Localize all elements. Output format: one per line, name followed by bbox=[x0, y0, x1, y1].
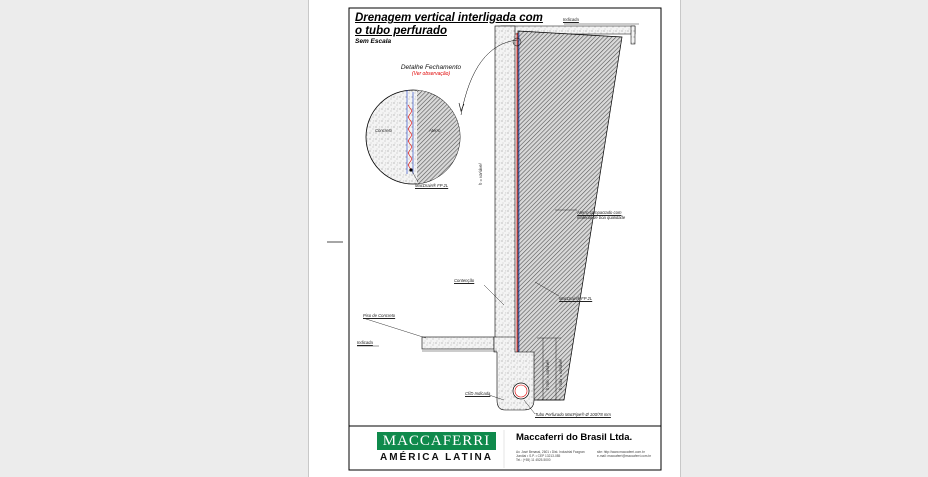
contact-site: site: http://www.maccaferri.com.br bbox=[597, 450, 645, 454]
label-variavel: h = variável bbox=[478, 163, 483, 185]
concrete-floor bbox=[421, 336, 495, 350]
label-indicada-top: Indicada bbox=[563, 17, 579, 22]
drawing-title-line2: o tubo perfurado bbox=[355, 24, 447, 37]
detail-concrete-label: Concreto bbox=[375, 128, 392, 133]
label-aterro-2: material de boa qualidade bbox=[577, 215, 626, 220]
drawing-sheet: Drenagem vertical interligada com o tubo… bbox=[308, 0, 681, 477]
drawing-title-line1: Drenagem vertical interligada com bbox=[355, 12, 543, 24]
address-line3: Tel.: (+55) 11 4525-5000 bbox=[516, 458, 551, 462]
label-cd-indicada: Cf/D Indicada bbox=[465, 391, 491, 396]
logo-subtitle: AMÉRICA LATINA bbox=[380, 452, 493, 463]
detail-fill-label: Aterro bbox=[429, 128, 441, 133]
detail-title: Detalhe Fechamento bbox=[400, 64, 462, 71]
label-tubo-perfurado: Tubo Perfurado MacPipe® Ø 100/78 mm bbox=[535, 412, 611, 417]
label-dim-max: h máx = variável bbox=[558, 359, 563, 390]
drawing-scale: Sem Escala bbox=[355, 38, 392, 45]
closure-detail bbox=[365, 89, 461, 185]
drawing-title-block: Drenagem vertical interligada com o tubo… bbox=[355, 12, 575, 45]
label-contencao: Contenção bbox=[454, 278, 475, 283]
contact-email: e-mail: maccaferri@maccaferri.com.br bbox=[597, 454, 652, 458]
label-aterro-1: Aterro compactado com bbox=[577, 210, 622, 215]
label-macdrain: MacDrain® FP 2L bbox=[559, 296, 593, 301]
retaining-wall bbox=[494, 25, 516, 339]
detail-note: (Ver observação) bbox=[411, 71, 451, 77]
backfill-wedge bbox=[517, 30, 623, 401]
address-line2: Jundiaí • S.P. • CEP 13213-085 bbox=[516, 454, 561, 458]
label-dim-min: h mín = variável bbox=[545, 360, 550, 390]
detail-product-label: MacDrain® FP 2L bbox=[415, 183, 449, 188]
address-line1: Av. José Benassi, 2601 • Dist. Industria… bbox=[516, 450, 585, 454]
technical-drawing bbox=[327, 7, 662, 471]
perforated-pipe bbox=[512, 382, 530, 400]
label-piso-concreto: Piso de Concreto bbox=[363, 313, 396, 318]
label-indicada-left: Indicada bbox=[357, 340, 373, 345]
maccaferri-logo: MACCAFERRI bbox=[377, 432, 496, 450]
company-name: Maccaferri do Brasil Ltda. bbox=[516, 432, 633, 443]
